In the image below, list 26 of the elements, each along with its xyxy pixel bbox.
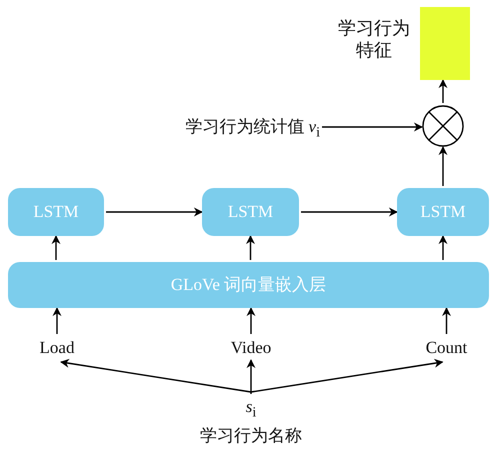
arrow <box>246 307 256 334</box>
arrow <box>250 358 444 393</box>
arrow <box>106 208 203 216</box>
input-word: Count <box>419 336 474 360</box>
arrow <box>301 208 398 216</box>
embedding-layer-band: GLoVe 词向量嵌入层 <box>8 262 489 308</box>
arrow <box>60 358 252 393</box>
lstm-box: LSTM <box>397 188 489 236</box>
lstm-box: LSTM <box>202 188 299 236</box>
arrow <box>52 307 62 334</box>
arrow <box>52 235 60 260</box>
lstm-box: LSTM <box>8 188 104 236</box>
arrow <box>438 79 448 103</box>
arrow <box>438 235 448 260</box>
variable-label: s$_{i}$ <box>246 396 256 422</box>
feature-box <box>420 7 470 80</box>
arrow <box>246 235 255 260</box>
node-label: 学习行为名称 <box>200 425 302 448</box>
input-label: 学习行为统计值 v$_{i}$ <box>120 114 320 140</box>
input-word: Load <box>33 336 81 360</box>
arrow <box>322 122 423 132</box>
arrow <box>246 359 256 394</box>
input-word: Video <box>225 336 277 360</box>
box-label: 学习行为特征 <box>337 17 411 61</box>
arrow <box>442 307 451 334</box>
arrow <box>438 146 448 186</box>
